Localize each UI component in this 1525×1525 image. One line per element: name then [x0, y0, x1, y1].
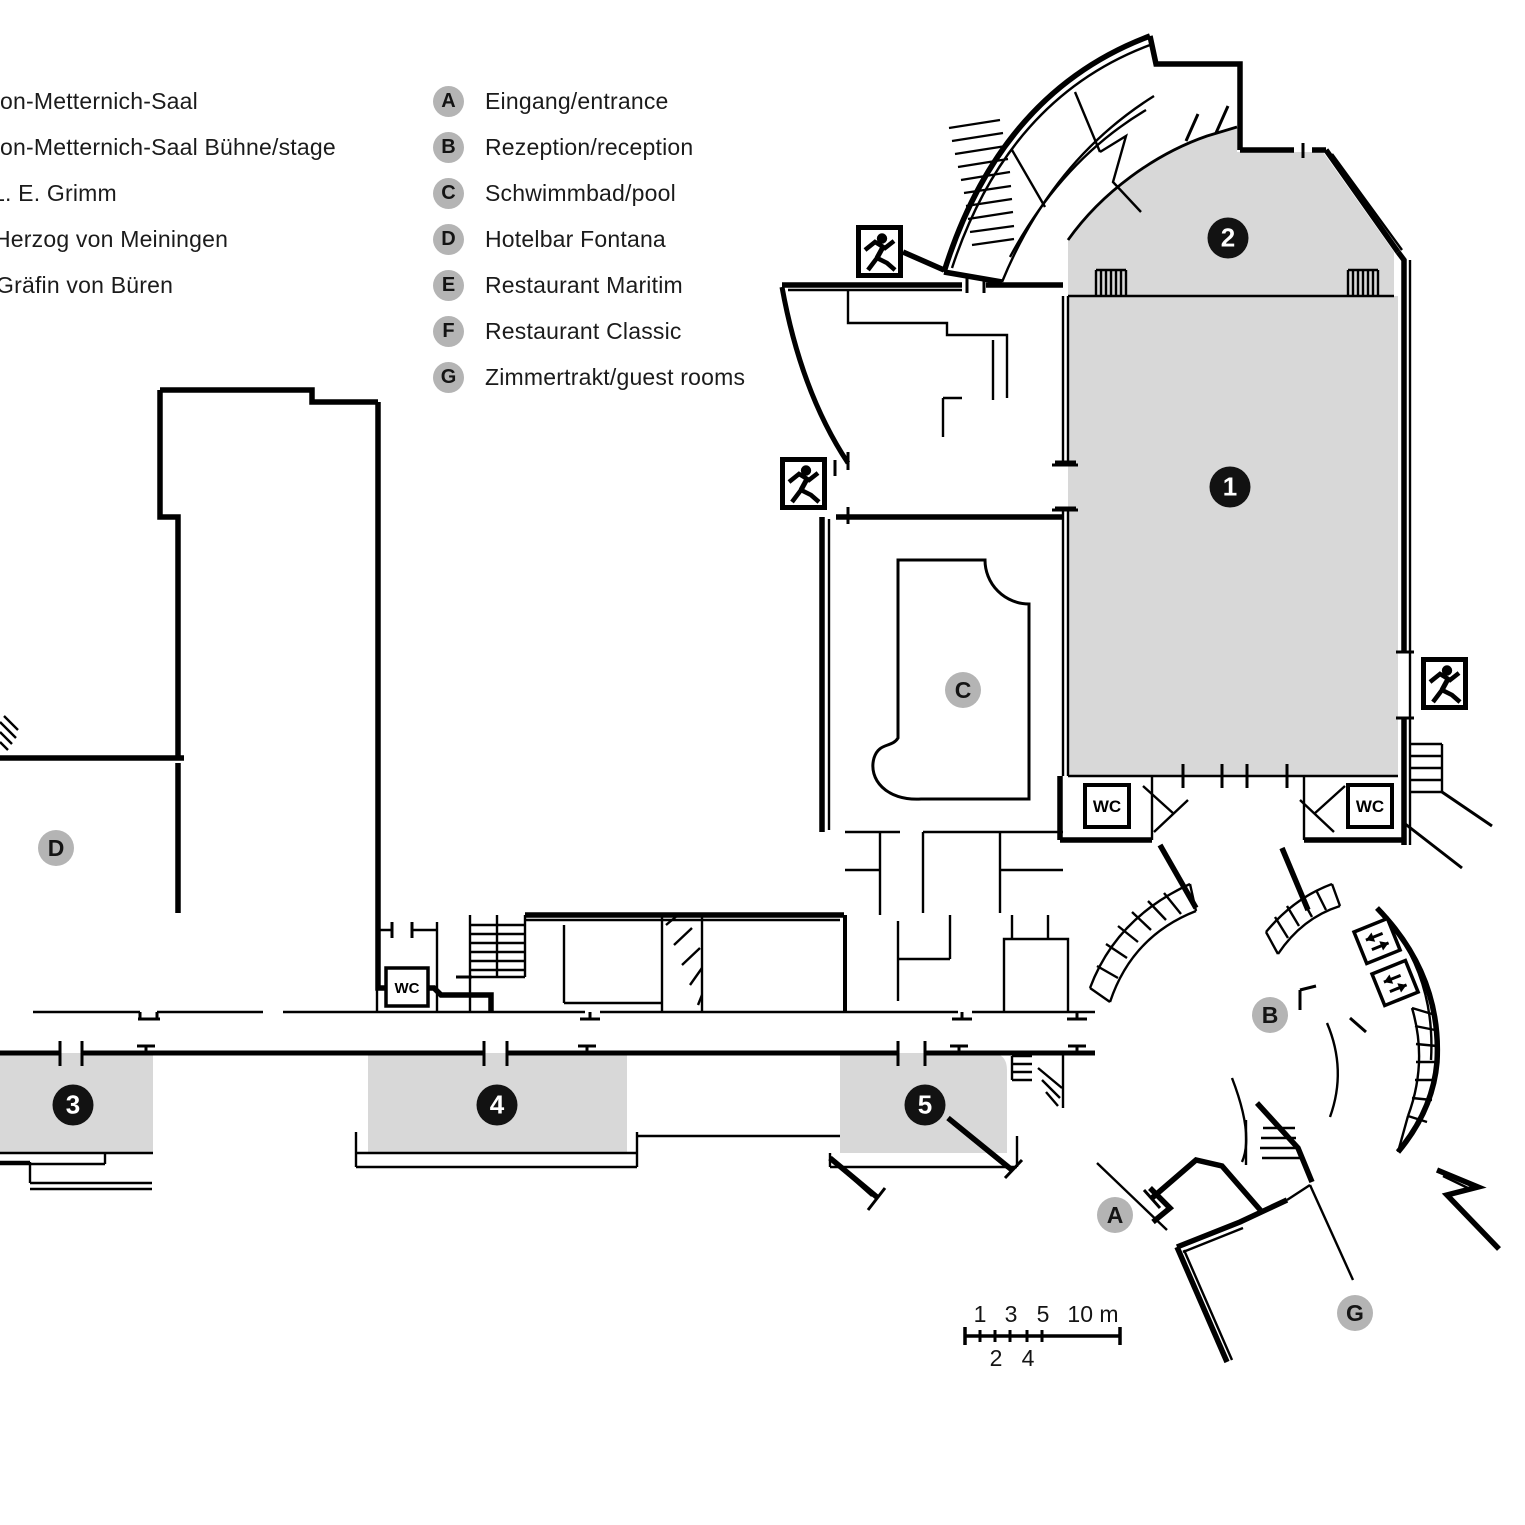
- legend-rooms: on-Metternich-Saal on-Metternich-Saal Bü…: [0, 78, 336, 308]
- legend-row: C Schwimmbad/pool: [433, 170, 745, 216]
- scale-label: 3: [1005, 1301, 1018, 1327]
- legend-row: B Rezeption/reception: [433, 124, 745, 170]
- legend-area-label: Rezeption/reception: [485, 133, 694, 160]
- legend-row: on-Metternich-Saal Bühne/stage: [0, 124, 336, 170]
- scale-bar-labels: 1 3 5 10 m 2 4: [974, 1301, 1119, 1371]
- legend-room-label: Herzog von Meiningen: [0, 225, 229, 252]
- room-number-marker: 3: [52, 1084, 94, 1126]
- scale-label: 2: [990, 1345, 1003, 1371]
- legend-row: Herzog von Meiningen: [0, 216, 336, 262]
- legend-area-badge: F: [433, 315, 464, 347]
- legend-area-badge: C: [433, 177, 464, 209]
- legend-area-badge: D: [433, 223, 464, 255]
- legend-row: on-Metternich-Saal: [0, 78, 336, 124]
- scale-bar: [963, 1327, 1122, 1345]
- scale-label: 10 m: [1067, 1301, 1118, 1327]
- legend-row: G Zimmertrakt/guest rooms: [433, 354, 745, 400]
- legend-area-label: Restaurant Maritim: [485, 271, 683, 298]
- wing-stairs-icon: [948, 118, 1015, 247]
- legend-area-label: Schwimmbad/pool: [485, 179, 676, 206]
- legend-area-badge: A: [433, 85, 464, 117]
- legend-row: A Eingang/entrance: [433, 78, 745, 124]
- legend-area-badge: B: [433, 131, 464, 163]
- room-number-marker: 5: [904, 1084, 946, 1126]
- room-number-marker: 4: [476, 1084, 518, 1126]
- scale-label: 1: [974, 1301, 987, 1327]
- wc-label: WC: [1356, 797, 1384, 816]
- legend-area-label: Zimmertrakt/guest rooms: [485, 363, 746, 390]
- legend-row: D Hotelbar Fontana: [433, 216, 745, 262]
- wc-label: WC: [1093, 797, 1121, 816]
- legend-area-badge: E: [433, 269, 464, 301]
- legend-row: F Restaurant Classic: [433, 308, 745, 354]
- legend-row: Gräfin von Büren: [0, 262, 336, 308]
- legend-room-label: L. E. Grimm: [0, 179, 117, 206]
- legend-room-label: on-Metternich-Saal Bühne/stage: [0, 133, 336, 160]
- legend-room-label: on-Metternich-Saal: [0, 87, 198, 114]
- exit-icon: [1424, 660, 1466, 708]
- legend-areas: A Eingang/entrance B Rezeption/reception…: [433, 78, 745, 400]
- room-number-marker: 1: [1209, 466, 1251, 508]
- legend-area-label: Hotelbar Fontana: [485, 225, 666, 252]
- wc-rooms: WC WC WC: [384, 783, 1394, 1008]
- area-letter-marker: B: [1252, 997, 1288, 1033]
- interior-walls: [0, 43, 1495, 1361]
- exit-icon: [859, 228, 901, 276]
- legend-row: L. E. Grimm: [0, 170, 336, 216]
- area-letter-marker: D: [38, 830, 74, 866]
- scale-label: 5: [1037, 1301, 1050, 1327]
- exit-icon: [783, 460, 825, 508]
- legend-area-label: Eingang/entrance: [485, 87, 669, 114]
- wc-label: WC: [395, 980, 420, 997]
- legend-area-label: Restaurant Classic: [485, 317, 682, 344]
- legend-room-label: Gräfin von Büren: [0, 271, 174, 298]
- area-letter-marker: C: [945, 672, 981, 708]
- scale-label: 4: [1022, 1345, 1035, 1371]
- legend-area-badge: G: [433, 361, 464, 393]
- area-letter-marker: A: [1097, 1197, 1133, 1233]
- room-number-marker: 2: [1207, 217, 1249, 259]
- legend-row: E Restaurant Maritim: [433, 262, 745, 308]
- elevator-icon: [1370, 958, 1420, 1008]
- room-fills: [0, 127, 1398, 1153]
- area-letter-marker: G: [1337, 1295, 1373, 1331]
